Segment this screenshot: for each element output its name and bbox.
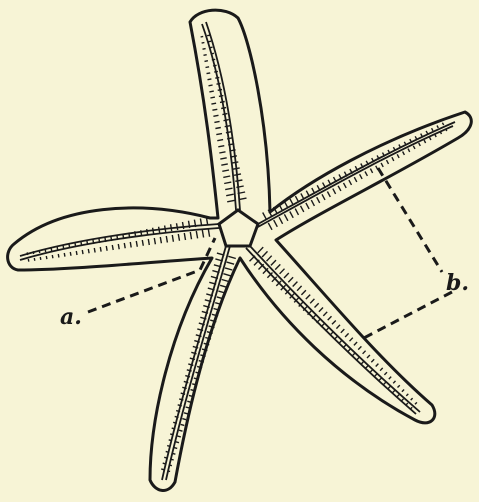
tube-foot-tick bbox=[217, 83, 221, 84]
tube-foot-tick bbox=[34, 258, 35, 261]
tube-foot-tick bbox=[69, 244, 70, 248]
tube-foot-tick bbox=[147, 229, 148, 235]
tube-foot-tick bbox=[64, 253, 65, 257]
label-a: a. bbox=[60, 304, 82, 330]
tube-foot-tick bbox=[171, 459, 174, 460]
tube-foot-tick bbox=[173, 453, 176, 454]
tube-foot-tick bbox=[163, 463, 166, 464]
tube-foot-tick bbox=[135, 231, 136, 237]
tube-foot-tick bbox=[40, 257, 41, 260]
tube-foot-tick bbox=[166, 451, 169, 452]
tube-foot-tick bbox=[161, 469, 164, 470]
tube-foot-tick bbox=[105, 237, 106, 242]
tube-foot-tick bbox=[112, 245, 113, 250]
tube-foot-tick bbox=[214, 71, 218, 72]
tube-foot-tick bbox=[148, 239, 149, 245]
tube-foot-tick bbox=[63, 245, 64, 249]
tube-foot-tick bbox=[177, 436, 180, 437]
tube-foot-tick bbox=[201, 36, 204, 37]
tube-foot-tick bbox=[123, 234, 124, 239]
tube-foot-tick bbox=[172, 428, 176, 429]
tube-foot-tick bbox=[225, 126, 231, 127]
tube-foot-tick bbox=[210, 97, 215, 98]
tube-foot-tick bbox=[206, 67, 210, 68]
tube-foot-tick bbox=[205, 61, 208, 62]
tube-foot-tick bbox=[75, 243, 76, 247]
tube-foot-tick bbox=[210, 47, 213, 48]
tube-foot-tick bbox=[213, 65, 217, 66]
tube-foot-tick bbox=[204, 55, 207, 56]
tube-foot-tick bbox=[168, 471, 171, 472]
tube-foot-tick bbox=[167, 446, 170, 447]
tube-foot-tick bbox=[209, 91, 213, 92]
tube-foot-tick bbox=[141, 230, 142, 236]
tube-foot-tick bbox=[45, 249, 46, 252]
tube-foot-tick bbox=[179, 430, 182, 431]
tube-foot-tick bbox=[57, 247, 58, 251]
tube-foot-tick bbox=[39, 250, 40, 253]
tube-foot-tick bbox=[27, 252, 28, 255]
tube-foot-tick bbox=[173, 422, 177, 423]
tube-foot-tick bbox=[51, 248, 52, 251]
tube-foot-tick bbox=[212, 109, 217, 110]
tube-foot-tick bbox=[58, 254, 59, 258]
tube-foot-tick bbox=[169, 465, 172, 466]
tube-foot-tick bbox=[169, 440, 172, 441]
tube-foot-tick bbox=[215, 77, 219, 78]
tube-foot-tick bbox=[207, 35, 210, 36]
tube-foot-tick bbox=[219, 96, 224, 97]
tube-foot-tick bbox=[202, 43, 205, 44]
tube-foot-tick bbox=[203, 49, 206, 50]
tube-foot-tick bbox=[46, 256, 47, 259]
tube-foot-tick bbox=[118, 244, 119, 249]
tube-foot-tick bbox=[215, 128, 220, 129]
tube-foot-tick bbox=[82, 250, 83, 254]
tube-foot-tick bbox=[214, 121, 219, 122]
tube-foot-tick bbox=[174, 448, 177, 449]
tube-foot-tick bbox=[28, 259, 29, 262]
tube-foot-tick bbox=[222, 114, 227, 115]
tube-foot-tick bbox=[213, 115, 218, 116]
tube-foot-tick bbox=[52, 255, 53, 258]
tube-foot-tick bbox=[164, 457, 167, 458]
tube-foot-tick bbox=[87, 241, 88, 245]
tube-foot-tick bbox=[220, 102, 225, 103]
tube-foot-tick bbox=[208, 41, 211, 42]
tube-foot-tick bbox=[117, 235, 118, 240]
tube-foot-tick bbox=[70, 252, 71, 256]
tube-foot-tick bbox=[81, 242, 82, 246]
tube-foot-tick bbox=[170, 434, 173, 435]
tube-foot-tick bbox=[124, 243, 125, 248]
tube-foot-tick bbox=[176, 442, 179, 443]
tube-foot-tick bbox=[99, 238, 100, 243]
tube-foot-tick bbox=[208, 79, 212, 80]
tube-foot-tick bbox=[142, 240, 143, 246]
tube-foot-tick bbox=[212, 59, 215, 60]
tube-foot-tick bbox=[129, 233, 130, 239]
tube-foot-tick bbox=[33, 251, 34, 254]
tube-foot-tick bbox=[218, 90, 222, 91]
tube-foot-tick bbox=[111, 236, 112, 241]
tube-foot-tick bbox=[88, 249, 89, 253]
tube-foot-tick bbox=[130, 242, 131, 248]
tube-foot-tick bbox=[221, 108, 226, 109]
tube-foot-tick bbox=[106, 246, 107, 251]
tube-foot-tick bbox=[181, 424, 185, 425]
tube-foot-tick bbox=[94, 248, 95, 253]
tube-foot-tick bbox=[211, 53, 214, 54]
tube-foot-tick bbox=[93, 240, 94, 245]
tube-foot-tick bbox=[100, 247, 101, 252]
tube-foot-tick bbox=[76, 251, 77, 255]
label-b: b. bbox=[446, 270, 469, 296]
tube-foot-tick bbox=[211, 103, 216, 104]
tube-foot-tick bbox=[136, 241, 137, 247]
tube-foot-tick bbox=[216, 134, 222, 135]
tube-foot-tick bbox=[209, 85, 213, 86]
tube-foot-tick bbox=[207, 73, 211, 74]
